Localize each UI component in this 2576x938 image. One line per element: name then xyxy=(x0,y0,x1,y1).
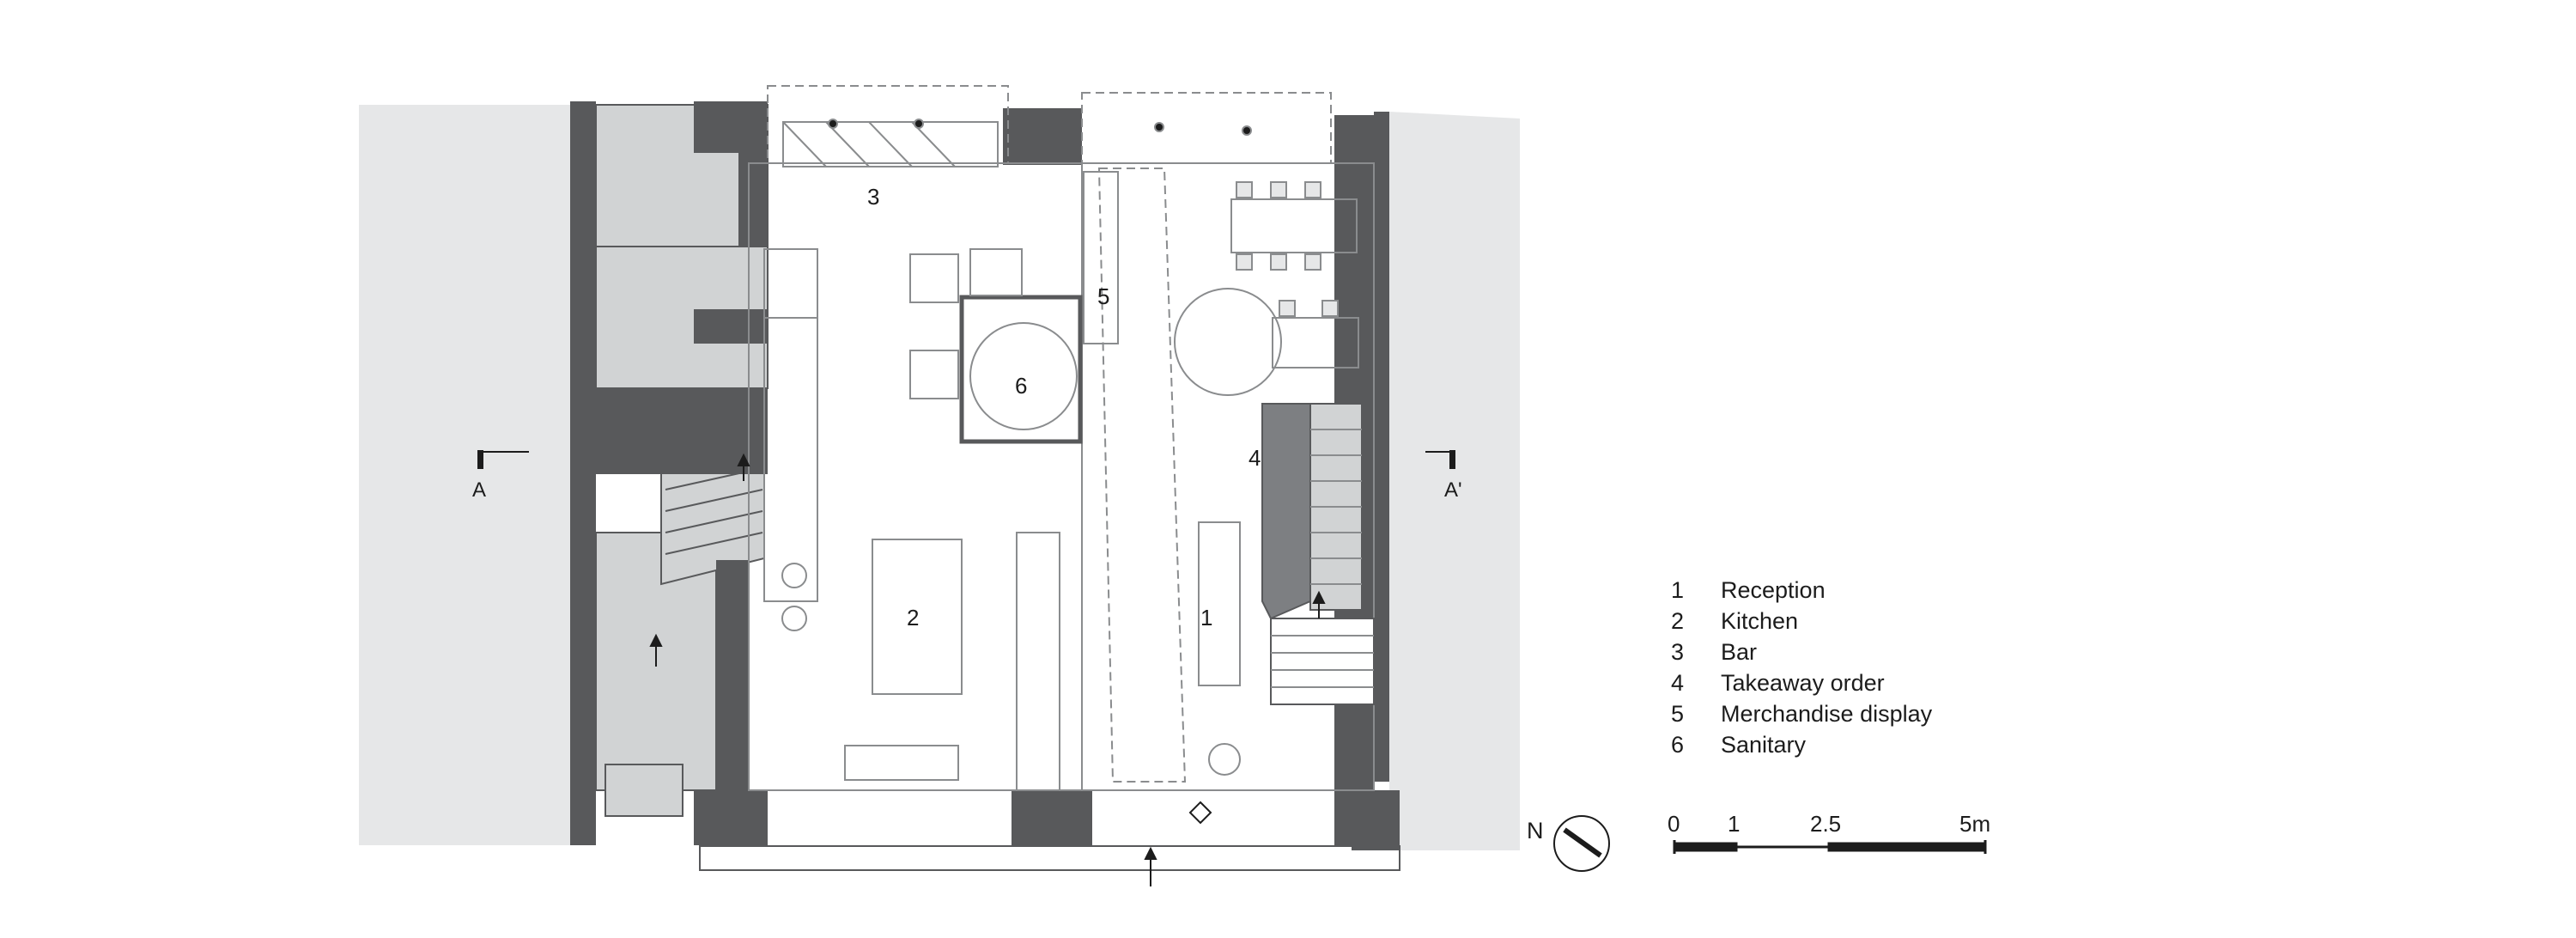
legend-num-4: 4 xyxy=(1671,670,1684,696)
legend-name-3: Bar xyxy=(1721,639,1757,665)
legend-name-4: Takeaway order xyxy=(1721,670,1885,696)
room-number-5: 5 xyxy=(1097,283,1109,309)
room-numbers: 1 2 3 4 5 6 xyxy=(867,184,1261,630)
section-label-a-prime: A' xyxy=(1444,478,1462,502)
room-number-1: 1 xyxy=(1200,605,1212,630)
legend-name-6: Sanitary xyxy=(1721,732,1807,758)
interior-outline xyxy=(699,85,1400,871)
legend-name-5: Merchandise display xyxy=(1721,701,1933,727)
legend-num-3: 3 xyxy=(1671,639,1684,665)
room-number-6: 6 xyxy=(1015,373,1027,399)
section-label-a: A xyxy=(472,478,486,502)
legend-num-2: 2 xyxy=(1671,608,1684,634)
north-label: N xyxy=(1527,818,1544,844)
section-marker-right: A' xyxy=(1425,450,1462,502)
room-number-2: 2 xyxy=(907,605,919,630)
sanitary-block xyxy=(909,248,1083,444)
neighbour-buildings xyxy=(359,105,1520,850)
legend-name-1: Reception xyxy=(1721,577,1826,603)
scale-tick-1: 1 xyxy=(1728,811,1740,837)
reception-furniture xyxy=(1174,181,1359,776)
scale-bar xyxy=(1673,840,1987,854)
scale-tick-2-5: 2.5 xyxy=(1810,811,1841,837)
entrance-arrows xyxy=(649,453,1326,886)
kitchen-fixtures xyxy=(763,248,1060,791)
bar-counter xyxy=(782,119,1252,168)
section-marker-left: A xyxy=(472,450,529,502)
legend-num-6: 6 xyxy=(1671,732,1684,758)
room-legend: 1 Reception 2 Kitchen 3 Bar 4 Takeaway o… xyxy=(1671,577,1933,758)
scale-tick-5m: 5m xyxy=(1959,811,1990,837)
room-number-3: 3 xyxy=(867,184,879,210)
legend-num-5: 5 xyxy=(1671,701,1684,727)
scale-tick-0: 0 xyxy=(1668,811,1680,837)
north-arrow: N xyxy=(1527,815,1610,872)
room-number-4: 4 xyxy=(1249,445,1261,471)
merchandise-display xyxy=(1083,168,1187,783)
legend-name-2: Kitchen xyxy=(1721,608,1798,634)
legend-num-1: 1 xyxy=(1671,577,1684,603)
takeaway-stair xyxy=(1261,403,1375,705)
walls xyxy=(570,101,1400,850)
